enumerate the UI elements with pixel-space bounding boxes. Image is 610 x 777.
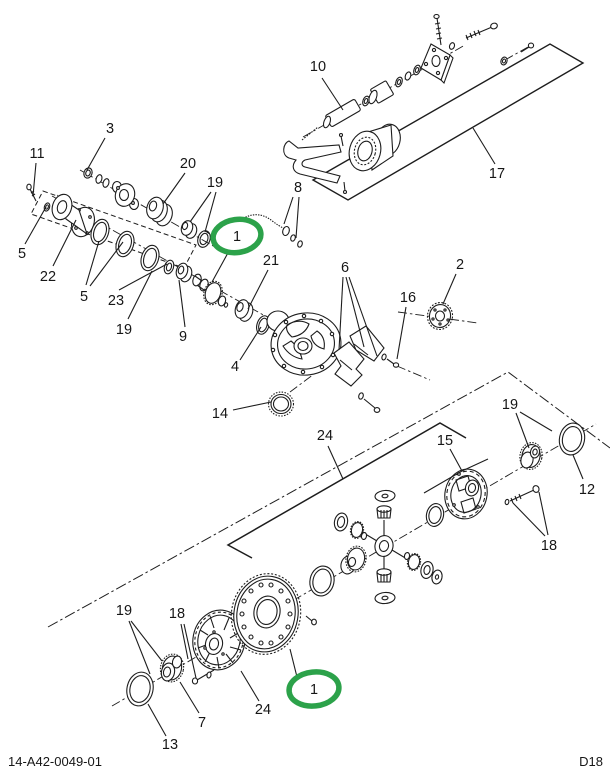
part-shim-5a xyxy=(90,218,110,246)
callout-labels: 10 17 3 11 20 19 8 5 22 5 23 19 9 21 6 1… xyxy=(18,59,595,753)
part-case-bolt-18 xyxy=(191,669,215,685)
callout-9: 9 xyxy=(179,329,187,345)
part-sensor-cable-8 xyxy=(240,214,303,248)
callout-24-b: 24 xyxy=(255,702,271,718)
part-input-yoke xyxy=(111,180,140,211)
callout-3: 3 xyxy=(106,121,114,137)
callout-18-b: 18 xyxy=(169,606,185,622)
part-shim-5b xyxy=(115,230,135,258)
center-axes xyxy=(51,44,597,707)
callout-19-a: 19 xyxy=(207,175,223,191)
part-pinion-nut xyxy=(83,167,93,179)
callout-12: 12 xyxy=(579,482,595,498)
part-bolt-small-right xyxy=(500,42,535,66)
callout-10: 10 xyxy=(310,59,326,75)
callout-24-a: 24 xyxy=(317,428,333,444)
callout-19-c: 19 xyxy=(502,397,518,413)
region-24-dashdot xyxy=(47,371,610,628)
part-ring-gear-bolt xyxy=(305,615,317,626)
part-bearing-19-pinion xyxy=(175,262,193,283)
callout-16: 16 xyxy=(400,290,416,306)
callout-20: 20 xyxy=(180,156,196,172)
part-bearing-20 xyxy=(146,196,173,227)
highlight-ellipse-top xyxy=(210,216,264,256)
part-bearing-19-upper xyxy=(180,220,198,239)
part-bolt-18-right xyxy=(504,485,540,506)
part-spring xyxy=(301,126,319,141)
callout-4: 4 xyxy=(231,359,239,375)
part-yoke-washers xyxy=(95,174,110,188)
footer-page-code: D18 xyxy=(579,754,603,769)
callout-5-b: 5 xyxy=(80,289,88,305)
callout-8: 8 xyxy=(294,180,302,196)
part-thrust-washer-mid xyxy=(309,565,335,597)
callout-7: 7 xyxy=(198,715,206,731)
part-tone-ring-14 xyxy=(267,391,295,417)
part-splined-coupling xyxy=(348,123,401,172)
part-carrier-housing xyxy=(266,310,342,376)
part-spacer-ring-19 xyxy=(197,230,211,248)
highlight-ellipse-bottom xyxy=(286,669,342,709)
part-seal-12 xyxy=(558,422,586,456)
callout-11: 11 xyxy=(29,146,44,162)
highlight-ellipses xyxy=(210,216,342,709)
callout-2: 2 xyxy=(456,257,464,273)
callout-18-a: 18 xyxy=(541,538,557,554)
part-bolt-long xyxy=(465,22,498,41)
part-ring-gear-1 xyxy=(230,573,302,655)
part-cap-bolt xyxy=(358,392,381,413)
callout-15: 15 xyxy=(437,433,453,449)
part-side-gear-lower xyxy=(340,545,367,575)
callout-21: 21 xyxy=(263,253,279,269)
callout-5-a: 5 xyxy=(18,246,26,262)
part-drive-pinion-9 xyxy=(192,273,229,308)
part-seal-13 xyxy=(126,671,154,707)
part-mounting-plate xyxy=(420,42,456,85)
part-bearing-cage-22 xyxy=(51,193,95,238)
highlight-label-top: 1 xyxy=(233,229,241,245)
part-bolt-16 xyxy=(381,353,400,368)
part-bearing-19-lower-right xyxy=(519,442,543,470)
callout-22: 22 xyxy=(40,269,56,285)
callout-6: 6 xyxy=(341,260,349,276)
part-bolt-vertical xyxy=(433,13,443,46)
part-shift-fork xyxy=(283,132,348,195)
part-diff-case-half-15 xyxy=(444,468,488,520)
leader-lines xyxy=(24,77,584,737)
part-shim-5c xyxy=(140,244,160,272)
highlight-label-bottom: 1 xyxy=(310,682,318,698)
callout-14: 14 xyxy=(212,406,228,422)
callout-19-d: 19 xyxy=(116,603,132,619)
part-side-gear-2 xyxy=(426,301,454,331)
callout-19-b: 19 xyxy=(116,322,132,338)
region-24-solid xyxy=(226,422,467,559)
part-shift-tube xyxy=(322,99,361,129)
callout-17: 17 xyxy=(489,166,505,182)
part-bearing-7 xyxy=(159,653,185,683)
callout-13: 13 xyxy=(162,737,178,753)
part-spider-assembly xyxy=(333,489,445,605)
region-17-outline xyxy=(311,43,585,201)
part-washer-5 xyxy=(43,202,51,212)
part-washer-stack xyxy=(362,64,421,107)
callout-23: 23 xyxy=(108,293,124,309)
part-screw-11 xyxy=(26,183,37,202)
footer-doc-number: 14-A42-0049-01 xyxy=(8,754,102,769)
